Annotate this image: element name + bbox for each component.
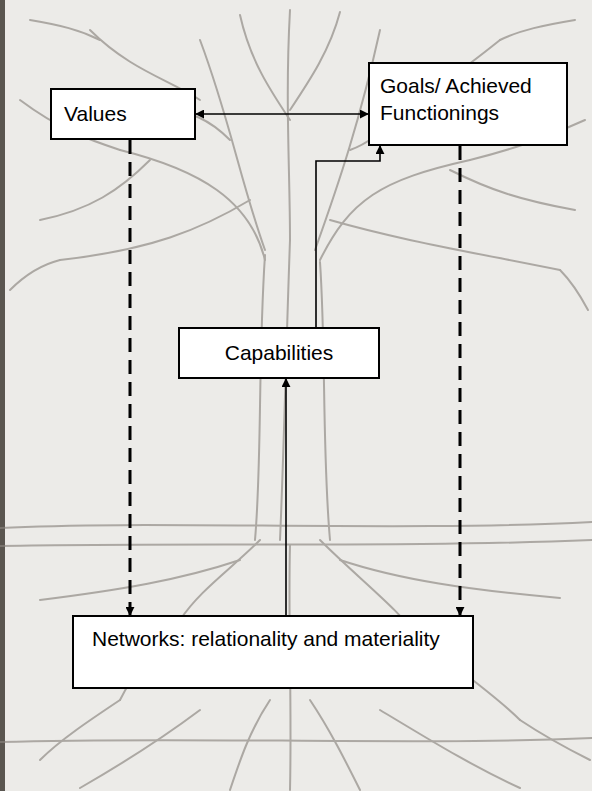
values-box: Values [50,88,196,140]
arrow [285,379,287,615]
box-label: Capabilities [190,339,368,366]
paper-edge [0,0,5,791]
box-label: Goals/ Achieved Functionings [380,72,556,127]
box-label: Values [64,100,182,127]
tree-lines [0,10,592,790]
arrow [196,113,368,115]
box-label: Networks: relationality and materiality [92,625,454,652]
goals-box: Goals/ Achieved Functionings [368,62,568,146]
dashed-arrow [459,146,462,615]
dashed-arrow [129,140,132,615]
networks-box: Networks: relationality and materiality [72,615,474,689]
arrow [316,146,380,327]
capabilities-box: Capabilities [178,327,380,379]
